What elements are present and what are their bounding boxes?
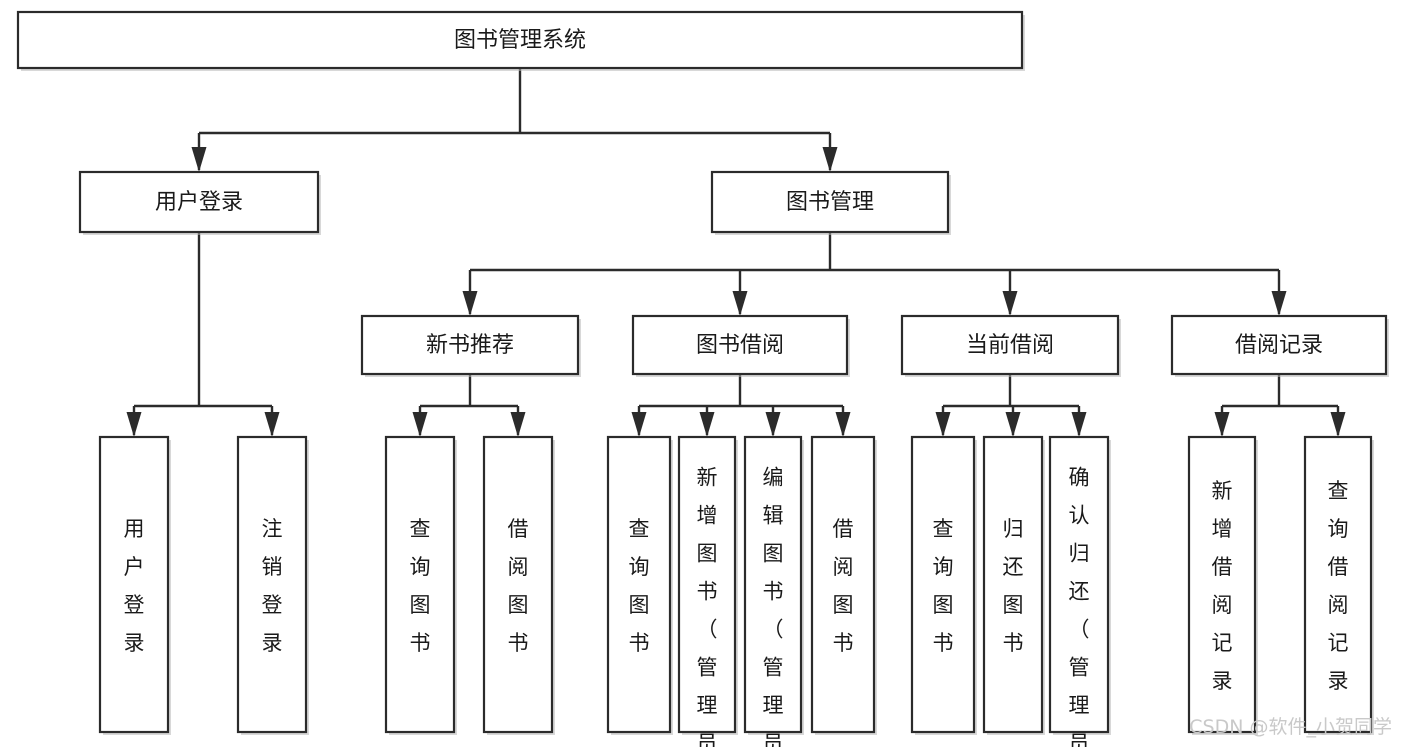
node-leaf-user-login[interactable]: 用户登录	[98, 435, 171, 735]
node-label: 借阅记录	[1235, 333, 1323, 358]
node-label: 图书管理	[786, 190, 874, 215]
node-box[interactable]	[360, 314, 580, 376]
node-label: 图书借阅	[696, 333, 784, 358]
node-leaf-confirm-return[interactable]: 确认归还（管理员）	[1048, 435, 1111, 747]
node-leaf-user-logout[interactable]: 注销登录	[236, 435, 309, 735]
node-user-login[interactable]: 用户登录	[78, 170, 321, 235]
arrow-icon-leaf-query-book-2	[631, 412, 647, 437]
node-new-book-recommend[interactable]: 新书推荐	[360, 314, 581, 377]
arrow-icon-current-borrow	[1002, 291, 1018, 316]
node-label: 借阅图书	[508, 517, 529, 655]
node-box[interactable]	[98, 435, 170, 734]
node-box[interactable]	[606, 435, 672, 734]
node-label: 查询图书	[629, 517, 650, 655]
node-leaf-return-book[interactable]: 归还图书	[982, 435, 1045, 735]
node-label: 查询借阅记录	[1328, 479, 1349, 693]
arrow-icon-leaf-borrow-book-1	[510, 412, 526, 437]
arrow-icon-leaf-query-book-3	[935, 412, 951, 437]
node-box[interactable]	[900, 314, 1120, 376]
node-label: 借阅图书	[833, 517, 854, 655]
arrow-icon-book-manage	[822, 147, 838, 172]
node-label: 当前借阅	[966, 333, 1054, 358]
arrow-icon-leaf-add-record	[1214, 412, 1230, 437]
node-leaf-edit-book[interactable]: 编辑图书（管理员）	[743, 435, 804, 747]
connector-layer	[126, 68, 1346, 437]
arrow-icon-user-login	[191, 147, 207, 172]
csdn-watermark: CSDN @软件_小贺同学	[1189, 716, 1392, 738]
arrow-icon-borrow-record	[1271, 291, 1287, 316]
node-box[interactable]	[236, 435, 308, 734]
node-leaf-add-book[interactable]: 新增图书（管理员）	[677, 435, 738, 747]
node-label: 确认归还（管理员）	[1069, 465, 1090, 747]
node-leaf-query-book-3[interactable]: 查询图书	[910, 435, 977, 735]
node-box[interactable]	[710, 170, 950, 234]
node-box[interactable]	[78, 170, 320, 234]
node-label: 查询图书	[933, 517, 954, 655]
arrow-icon-book-borrow	[732, 291, 748, 316]
node-undefined[interactable]: 图书管理系统	[16, 10, 1025, 71]
node-label: 图书管理系统	[454, 28, 586, 53]
node-box[interactable]	[982, 435, 1044, 734]
node-leaf-query-book-1[interactable]: 查询图书	[384, 435, 457, 735]
arrow-icon-leaf-edit-book	[765, 412, 781, 437]
node-label: 新书推荐	[426, 333, 514, 358]
node-box[interactable]	[631, 314, 849, 376]
arrow-icon-leaf-borrow-book-2	[835, 412, 851, 437]
node-box[interactable]	[384, 435, 456, 734]
node-box[interactable]	[743, 435, 803, 734]
node-label: 查询图书	[410, 517, 431, 655]
arrow-icon-leaf-query-record	[1330, 412, 1346, 437]
node-box[interactable]	[1303, 435, 1373, 734]
node-label: 用户登录	[124, 517, 145, 655]
node-box[interactable]	[16, 10, 1024, 70]
arrow-icon-leaf-query-book-1	[412, 412, 428, 437]
arrow-icon-leaf-user-logout	[264, 412, 280, 437]
node-box[interactable]	[482, 435, 554, 734]
node-box[interactable]	[1170, 314, 1388, 376]
arrow-icon-leaf-add-book	[699, 412, 715, 437]
node-layer: 图书管理系统用户登录图书管理新书推荐图书借阅当前借阅借阅记录用户登录注销登录查询…	[16, 10, 1389, 747]
node-book-manage[interactable]: 图书管理	[710, 170, 951, 235]
node-label: 编辑图书（管理员）	[763, 465, 784, 747]
node-leaf-query-record[interactable]: 查询借阅记录	[1303, 435, 1374, 735]
node-box[interactable]	[910, 435, 976, 734]
node-label: 注销登录	[262, 517, 283, 655]
arrow-icon-leaf-user-login	[126, 412, 142, 437]
node-leaf-query-book-2[interactable]: 查询图书	[606, 435, 673, 735]
node-current-borrow[interactable]: 当前借阅	[900, 314, 1121, 377]
node-label: 用户登录	[155, 190, 243, 215]
node-borrow-record[interactable]: 借阅记录	[1170, 314, 1389, 377]
node-box[interactable]	[1048, 435, 1110, 734]
node-leaf-add-record[interactable]: 新增借阅记录	[1187, 435, 1258, 735]
node-label: 新增图书（管理员）	[697, 465, 718, 747]
node-box[interactable]	[810, 435, 876, 734]
node-leaf-borrow-book-1[interactable]: 借阅图书	[482, 435, 555, 735]
node-box[interactable]	[677, 435, 737, 734]
node-leaf-borrow-book-2[interactable]: 借阅图书	[810, 435, 877, 735]
arrow-icon-leaf-return-book	[1005, 412, 1021, 437]
node-box[interactable]	[1187, 435, 1257, 734]
node-book-borrow[interactable]: 图书借阅	[631, 314, 850, 377]
node-label: 归还图书	[1003, 517, 1024, 655]
arrow-icon-leaf-confirm-return	[1071, 412, 1087, 437]
arrow-icon-new-book-recommend	[462, 291, 478, 316]
node-label: 新增借阅记录	[1212, 479, 1233, 693]
